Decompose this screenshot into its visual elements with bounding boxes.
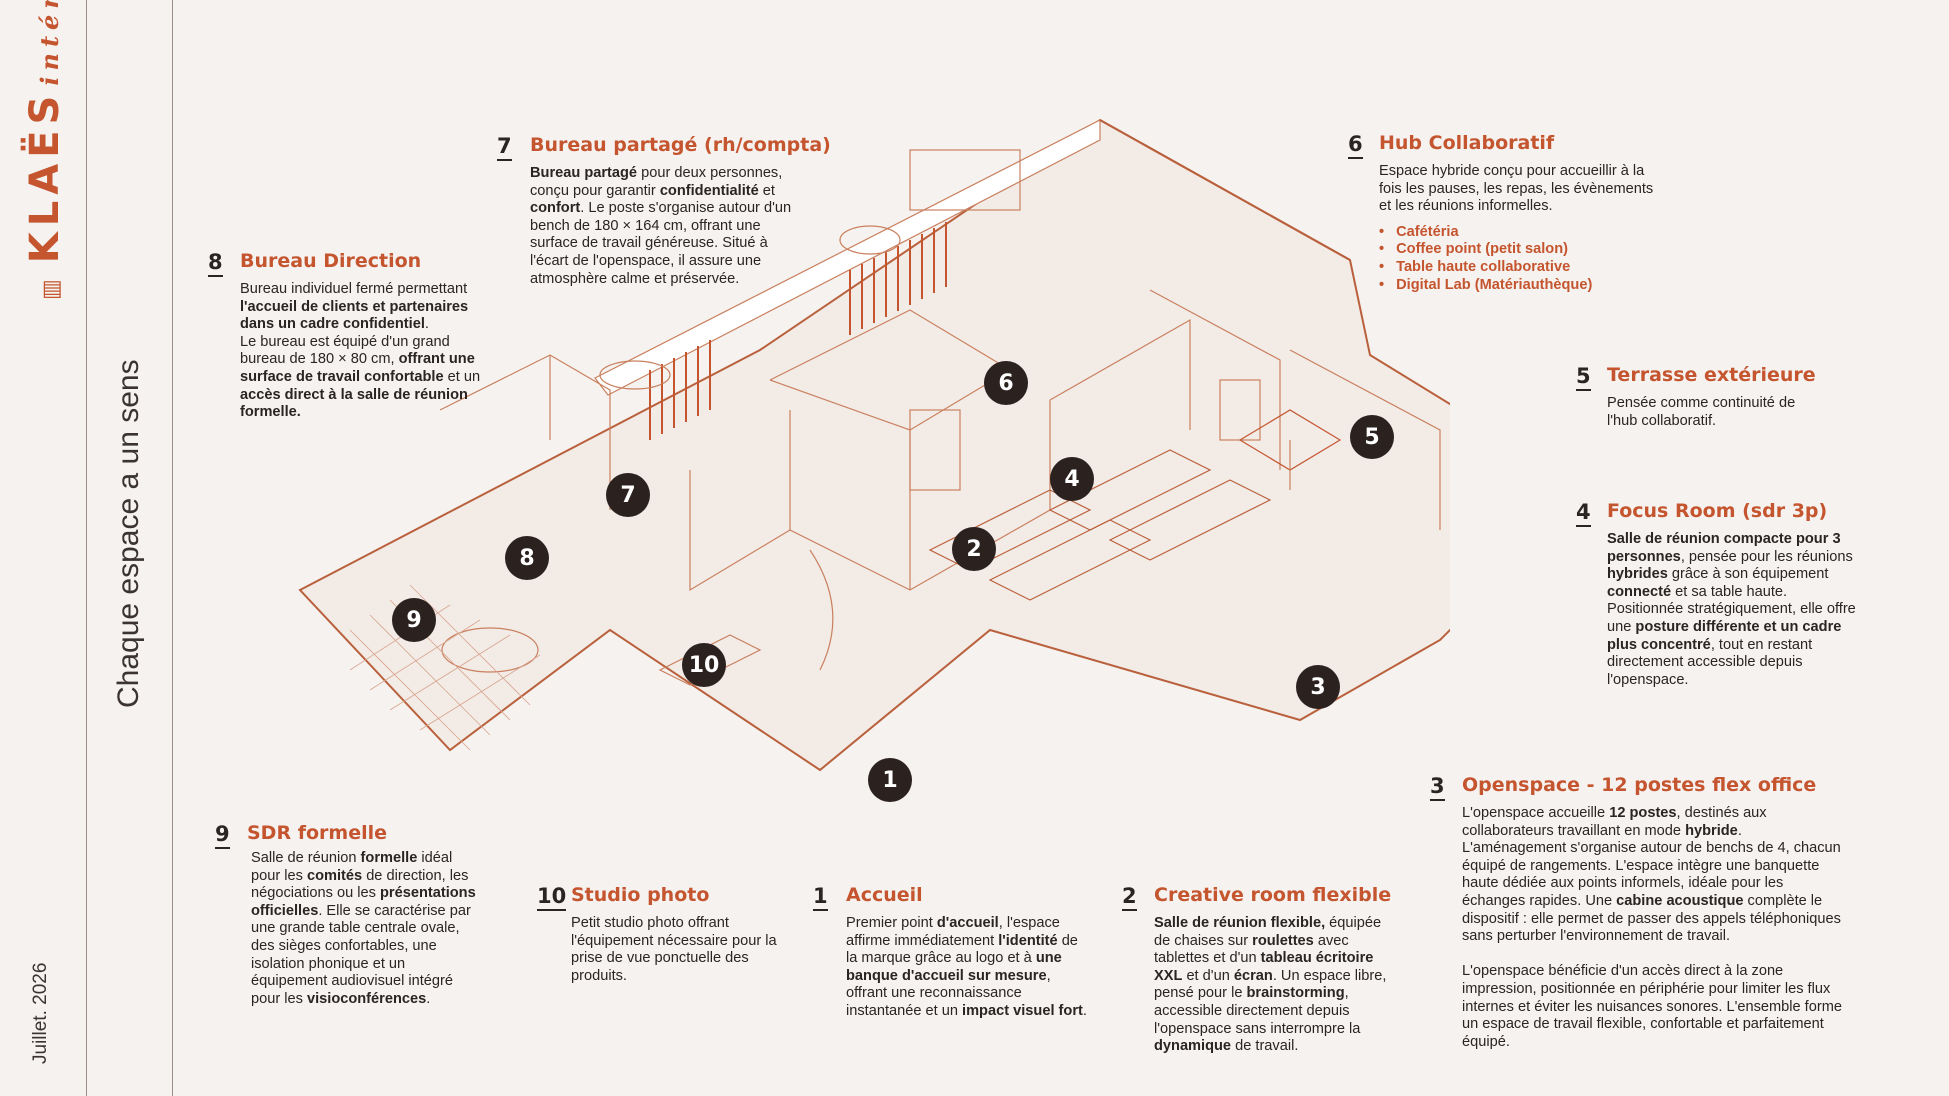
callout-title: Studio photo (571, 884, 710, 906)
reception-curve (809, 549, 834, 671)
callout-10: 10 Studio photo Petit studio photo offra… (537, 884, 797, 994)
upper-wall (594, 119, 1101, 396)
callout-number: 5 (1576, 364, 1591, 391)
callout-text: Salle de réunion flexible, équipée de ch… (1154, 915, 1387, 1055)
marker-10[interactable]: 10 (682, 643, 726, 687)
callout-text: Pensée comme continuité de l'hub collabo… (1607, 395, 1796, 429)
oval-table (599, 360, 671, 390)
date: Juillet. 2026 (30, 962, 51, 1064)
sidebar-brand: ▥ KLAËS intérieur Juillet. 2026 (0, 0, 87, 1096)
partition (439, 354, 611, 510)
callout-4: 4 Focus Room (sdr 3p) Salle de réunion c… (1576, 500, 1876, 720)
hub-list-item: Digital Lab (Matériauthèque) (1379, 277, 1654, 295)
callout-title: Creative room flexible (1154, 884, 1392, 906)
callout-text: L'openspace accueille 12 postes, destiné… (1462, 805, 1842, 1050)
callout-text: Bureau individuel fermé permettant l'acc… (240, 281, 481, 421)
callout-text: Petit studio photo offrant l'équipement … (571, 915, 777, 984)
marker-1[interactable]: 1 (868, 758, 912, 802)
callout-title: Focus Room (sdr 3p) (1607, 500, 1828, 522)
callout-1: 1 Accueil Premier point d'accueil, l'esp… (813, 884, 1093, 1044)
hub-list-item: Coffee point (petit salon) (1379, 241, 1654, 259)
callout-9: 9 SDR formelle Salle de réunion formelle… (215, 822, 476, 1052)
partition (689, 470, 791, 592)
callout-title: Bureau partagé (rh/compta) (530, 134, 831, 156)
partition (1289, 349, 1441, 530)
hub-list: Cafétéria Coffee point (petit salon) Tab… (1379, 224, 1654, 294)
marker-2[interactable]: 2 (952, 527, 996, 571)
callout-number: 10 (537, 884, 567, 911)
marker-7[interactable]: 7 (606, 473, 650, 517)
kitchen (909, 149, 1021, 211)
callout-title: Openspace - 12 postes flex office (1462, 774, 1817, 796)
callout-3: 3 Openspace - 12 postes flex office L'op… (1430, 774, 1850, 1074)
callout-title: Hub Collaboratif (1379, 132, 1555, 154)
callout-number: 8 (208, 250, 223, 277)
callout-text: Espace hybride conçu pour accueillir à l… (1379, 163, 1654, 294)
tagline: Chaque espace a un sens (112, 359, 145, 708)
marker-3[interactable]: 3 (1296, 665, 1340, 709)
callout-2: 2 Creative room flexible Salle de réunio… (1122, 884, 1402, 1074)
marker-9[interactable]: 9 (392, 598, 436, 642)
callout-title: Bureau Direction (240, 250, 422, 272)
shelving (909, 409, 961, 491)
callout-text: Salle de réunion formelle idéal pour les… (251, 850, 476, 1007)
hub-list-item: Cafétéria (1379, 224, 1654, 242)
marker-4[interactable]: 4 (1050, 457, 1094, 501)
callout-number: 1 (813, 884, 828, 911)
callout-title: SDR formelle (247, 822, 387, 844)
round-table (839, 225, 901, 255)
callout-text: Premier point d'accueil, l'espace affirm… (846, 915, 1087, 1019)
partition (1049, 318, 1191, 430)
terrace-umbrella (1238, 409, 1342, 471)
callout-title: Terrasse extérieure (1607, 364, 1816, 386)
callout-number: 3 (1430, 774, 1445, 801)
floor-plan-diagram (298, 118, 1450, 772)
callout-7: 7 Bureau partagé (rh/compta) Bureau part… (497, 134, 831, 334)
meeting-table (441, 627, 539, 673)
callout-text: Salle de réunion compacte pour 3 personn… (1607, 531, 1856, 688)
callout-number: 4 (1576, 500, 1591, 527)
callout-8: 8 Bureau Direction Bureau individuel fer… (208, 250, 488, 450)
callout-5: 5 Terrasse extérieure Pensée comme conti… (1576, 364, 1816, 444)
callout-title: Accueil (846, 884, 923, 906)
marker-8[interactable]: 8 (505, 536, 549, 580)
callout-number: 7 (497, 134, 512, 161)
brand-sub: intérieur (35, 0, 64, 86)
brand-name: KLAËS (22, 89, 68, 264)
callout-number: 2 (1122, 884, 1137, 911)
hatched-wall (649, 222, 947, 440)
marker-5[interactable]: 5 (1350, 415, 1394, 459)
callout-6: 6 Hub Collaboratif Espace hybride conçu … (1348, 132, 1653, 312)
hub-list-item: Table haute collaborative (1379, 259, 1654, 277)
callout-text: Bureau partagé pour deux personnes, conç… (530, 165, 792, 287)
partition (1149, 289, 1281, 470)
callout-number: 6 (1348, 132, 1363, 159)
brand-logo: ▥ KLAËS intérieur (22, 0, 68, 300)
callout-number: 9 (215, 822, 230, 849)
building-icon: ▥ (39, 273, 64, 300)
floor-grid (349, 584, 541, 751)
sidebar-tagline: Chaque espace a un sens (86, 0, 173, 1096)
marker-6[interactable]: 6 (984, 361, 1028, 405)
